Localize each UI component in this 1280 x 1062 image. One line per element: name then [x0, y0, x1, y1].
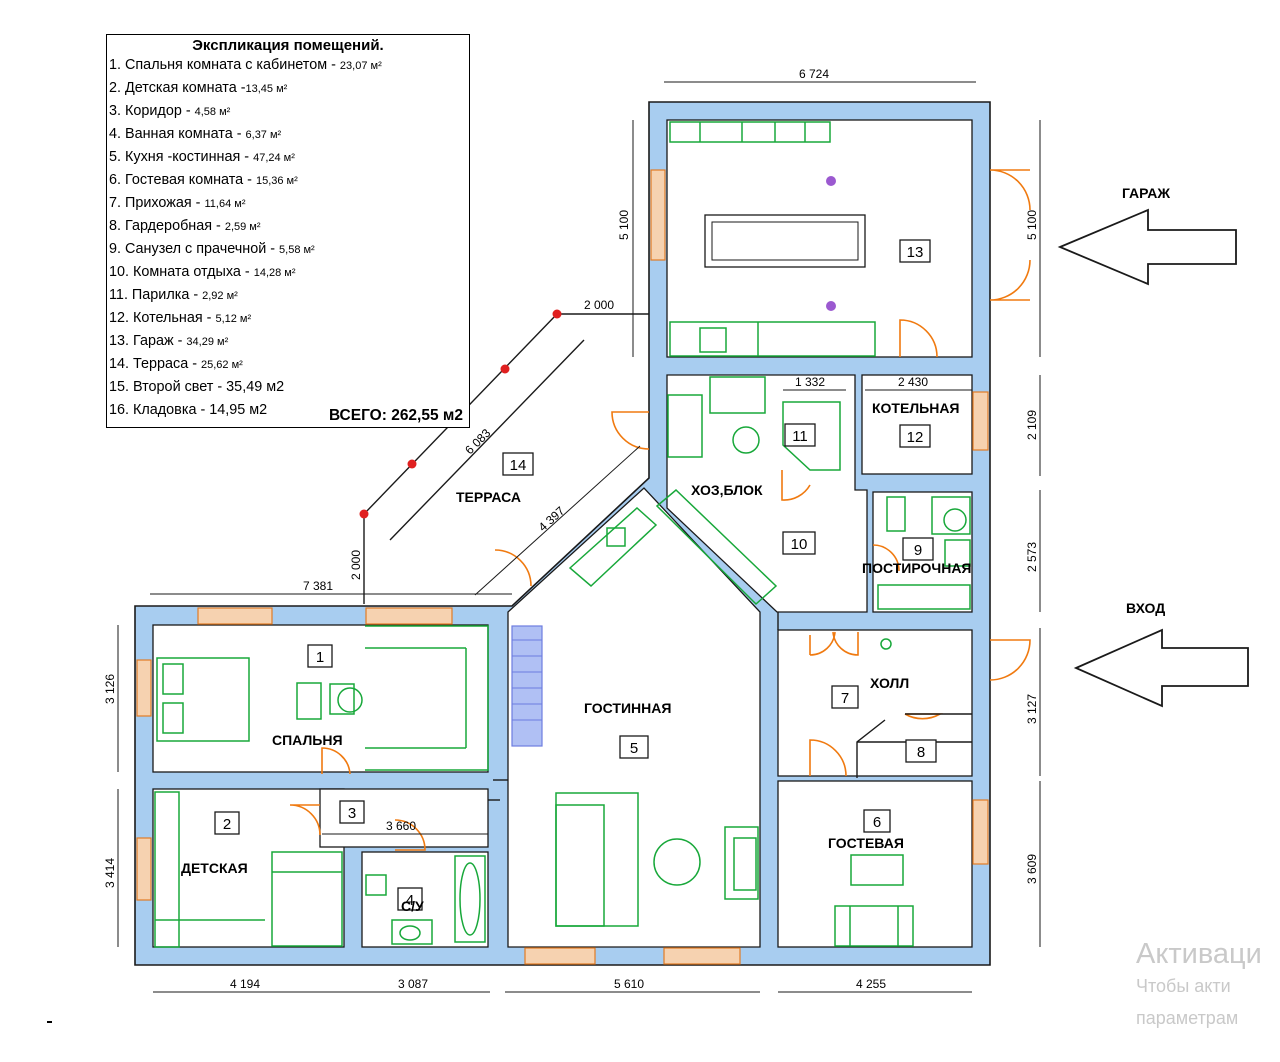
room-number-1: 1: [316, 649, 324, 666]
legend-item: 6. Гостевая комната - 15,36 м²: [109, 172, 298, 188]
legend-list: 1. Спальня комната с кабинетом - 23,07 м…: [107, 54, 469, 422]
doors: [289, 169, 1031, 851]
entrance-arrow-icon: [1073, 628, 1249, 708]
legend-item: 9. Санузел с прачечной - 5,58 м²: [109, 241, 315, 257]
watermark-line-1: Активаци: [1136, 938, 1262, 970]
room-number-11: 11: [792, 428, 808, 445]
dimension-texts: 6 724 5 100 5 100 2 000 6 083 4 397 2 00…: [103, 67, 1039, 991]
guest-interior: [777, 780, 973, 948]
guest-label: ГОСТЕВАЯ: [828, 835, 904, 851]
room-number-13: 13: [907, 244, 924, 261]
bedroom-label: СПАЛЬНЯ: [272, 732, 343, 748]
dimension-label: 4 194: [230, 977, 260, 991]
room-number-7: 7: [841, 690, 849, 707]
room-number-8: 8: [917, 744, 925, 761]
legend-item: 16. Кладовка - 14,95 м2: [109, 402, 268, 418]
legend-total: ВСЕГО: 262,55 м2: [328, 407, 463, 424]
terrace-label: ТЕРРАСА: [456, 489, 521, 505]
dimension-label: 2 000: [349, 550, 363, 580]
legend-item: 11. Парилка - 2,92 м²: [109, 287, 238, 303]
dimension-label: 4 255: [856, 977, 886, 991]
room-number-12: 12: [907, 429, 924, 446]
radiator: [511, 625, 543, 747]
room-number-14: 14: [510, 457, 527, 474]
room-number-3: 3: [348, 805, 356, 822]
utility-interior: [666, 374, 868, 613]
kids-label: ДЕТСКАЯ: [181, 860, 248, 876]
room-numbers: 1 2 3 4 5 6 7 8 9 10 11 12 13 14: [223, 244, 925, 909]
hall-interior: [777, 629, 973, 777]
boiler-interior: [861, 374, 973, 475]
room-number-4: 4: [406, 892, 414, 909]
living-interior: [507, 487, 761, 948]
legend-item: 2. Детская комната -13,45 м²: [109, 80, 288, 96]
dimension-label: 5 100: [1025, 210, 1039, 240]
watermark-line-3: параметрам: [1136, 1008, 1239, 1028]
room-labels: ГАРАЖ ВХОД ТЕРРАСА ХОЗ,БЛОК КОТЕЛЬНАЯ ПО…: [181, 185, 1170, 914]
windows: [136, 169, 989, 965]
dimension-label: 3 126: [103, 674, 117, 704]
utility-label: ХОЗ,БЛОК: [691, 482, 763, 498]
legend-item: 15. Второй свет - 35,49 м2: [109, 379, 285, 395]
dimension-label: 2 573: [1025, 542, 1039, 572]
dimension-label: 1 332: [795, 375, 825, 389]
garage-items: [704, 176, 866, 311]
legend-item: 7. Прихожая - 11,64 м²: [109, 195, 246, 211]
room-number-boxes: [214, 239, 937, 911]
garage-arrow-icon: [1057, 208, 1237, 286]
dimension-lines: [117, 81, 1041, 993]
dimension-label: 7 381: [303, 579, 333, 593]
legend-item: 4. Ванная комната - 6,37 м²: [109, 126, 282, 142]
dimension-label: 3 414: [103, 858, 117, 888]
laundry-label: ПОСТИРОЧНАЯ: [862, 560, 972, 576]
legend-title: Экспликация помещений.: [192, 37, 384, 54]
dimension-label: 5 100: [617, 210, 631, 240]
legend-box: Экспликация помещений. 1. Спальня комнат…: [106, 34, 470, 428]
legend-item: 5. Кухня -костинная - 47,24 м²: [109, 149, 295, 165]
dimension-label: 3 127: [1025, 694, 1039, 724]
dimension-label: 3 609: [1025, 854, 1039, 884]
legend-item: 8. Гардеробная - 2,59 м²: [109, 218, 261, 234]
legend-item: 1. Спальня комната с кабинетом - 23,07 м…: [109, 57, 382, 73]
dimension-label: 2 000: [584, 298, 614, 312]
garage-label: ГАРАЖ: [1122, 185, 1170, 201]
wc-label: С/У: [401, 898, 424, 914]
garage-interior: [666, 119, 973, 358]
living-label: ГОСТИННАЯ: [584, 700, 671, 716]
dimension-label: 6 724: [799, 67, 829, 81]
watermark-line-2: Чтобы акти: [1136, 976, 1231, 996]
boiler-label: КОТЕЛЬНАЯ: [872, 400, 960, 416]
room-number-2: 2: [223, 816, 231, 833]
legend-item: 14. Терраса - 25,62 м²: [109, 356, 243, 372]
activation-watermark: Активаци Чтобы акти параметрам: [1136, 938, 1262, 1034]
room-number-10: 10: [791, 536, 808, 553]
dimension-label: 5 610: [614, 977, 644, 991]
furniture: [154, 121, 971, 948]
room-number-9: 9: [914, 542, 922, 559]
room-number-5: 5: [630, 740, 638, 757]
dimension-label: 3 660: [386, 819, 416, 833]
arrows: [1057, 208, 1249, 708]
dimension-label: 3 087: [398, 977, 428, 991]
bath-interior: [361, 851, 489, 948]
dimension-label: 2 109: [1025, 410, 1039, 440]
stray-mark: [47, 1021, 52, 1023]
dimension-label: 6 083: [462, 426, 493, 457]
legend-item: 10. Комната отдыха - 14,28 м²: [109, 264, 296, 280]
room-number-6: 6: [873, 814, 881, 831]
legend-item: 12. Котельная - 5,12 м²: [109, 310, 252, 326]
legend-item: 13. Гараж - 34,29 м²: [109, 333, 229, 349]
dimension-label: 4 397: [536, 504, 568, 535]
dimension-label: 2 430: [898, 375, 928, 389]
legend-item: 3. Коридор - 4,58 м²: [109, 103, 231, 119]
hall-label: ХОЛЛ: [870, 675, 909, 691]
entrance-label: ВХОД: [1126, 600, 1165, 616]
